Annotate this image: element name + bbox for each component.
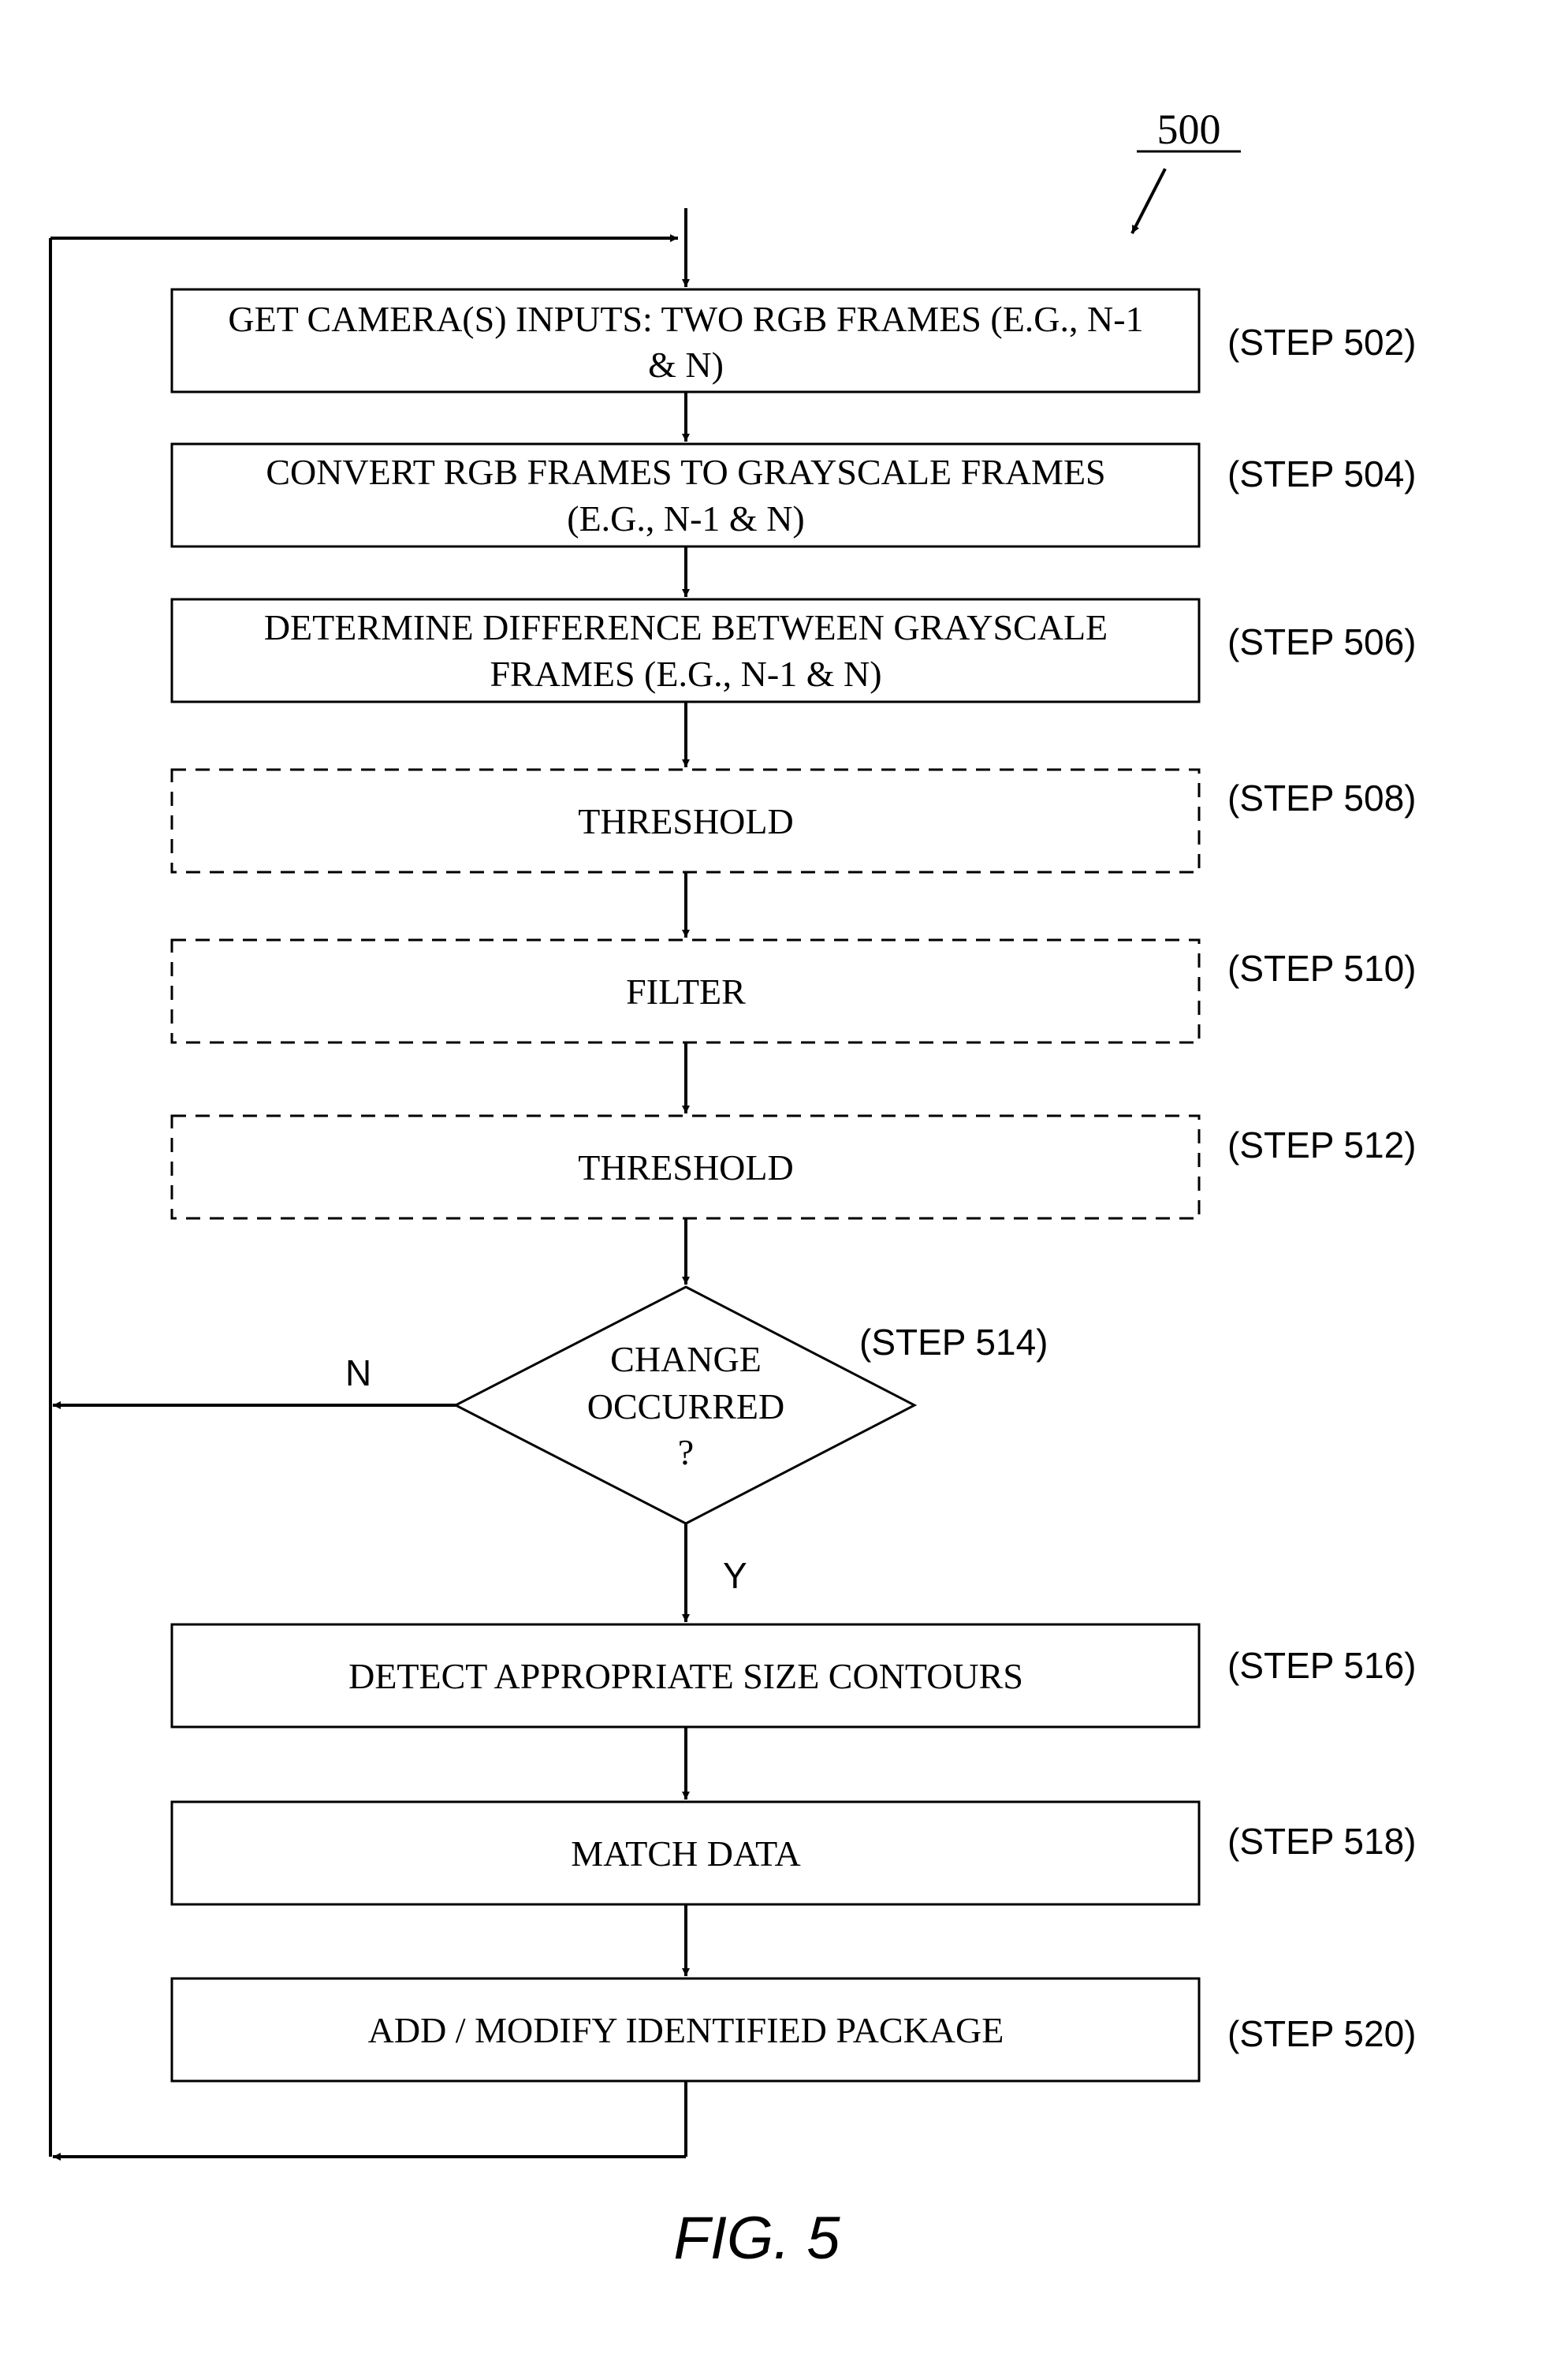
decision-514-text-line-3: ? bbox=[678, 1432, 694, 1472]
step-510-text: FILTER bbox=[626, 972, 746, 1012]
step-506-text-line-1: DETERMINE DIFFERENCE BETWEEN GRAYSCALE bbox=[264, 607, 1108, 647]
decision-yes-label: Y bbox=[723, 1555, 747, 1596]
step-520-text: ADD / MODIFY IDENTIFIED PACKAGE bbox=[368, 2010, 1004, 2050]
reference-leader-arrow bbox=[1132, 169, 1165, 233]
step-516-label: (STEP 516) bbox=[1227, 1645, 1416, 1686]
step-502-text-line-2: & N) bbox=[648, 345, 724, 385]
step-512-label: (STEP 512) bbox=[1227, 1124, 1416, 1165]
step-502-label: (STEP 502) bbox=[1227, 322, 1416, 363]
step-504-label: (STEP 504) bbox=[1227, 453, 1416, 494]
decision-514-text-line-1: CHANGE bbox=[610, 1339, 762, 1379]
step-506-text-line-2: FRAMES (E.G., N-1 & N) bbox=[490, 654, 881, 694]
step-516-text: DETECT APPROPRIATE SIZE CONTOURS bbox=[348, 1656, 1023, 1696]
step-510-label: (STEP 510) bbox=[1227, 948, 1416, 989]
step-508-text: THRESHOLD bbox=[578, 801, 793, 841]
step-504-text-line-1: CONVERT RGB FRAMES TO GRAYSCALE FRAMES bbox=[266, 452, 1105, 492]
decision-514-label: (STEP 514) bbox=[859, 1322, 1048, 1363]
step-520-label: (STEP 520) bbox=[1227, 2013, 1416, 2054]
decision-514-text-line-2: OCCURRED bbox=[587, 1386, 784, 1427]
step-518-text: MATCH DATA bbox=[571, 1833, 801, 1874]
step-508-label: (STEP 508) bbox=[1227, 778, 1416, 819]
figure-label: FIG. 5 bbox=[673, 2205, 840, 2272]
step-504-text-line-2: (E.G., N-1 & N) bbox=[567, 498, 805, 539]
step-518-label: (STEP 518) bbox=[1227, 1821, 1416, 1862]
step-502-text-line-1: GET CAMERA(S) INPUTS: TWO RGB FRAMES (E.… bbox=[228, 299, 1143, 339]
step-506-label: (STEP 506) bbox=[1227, 621, 1416, 662]
reference-number: 500 bbox=[1157, 106, 1221, 153]
decision-no-label: N bbox=[345, 1352, 371, 1393]
step-512-text: THRESHOLD bbox=[578, 1147, 793, 1188]
